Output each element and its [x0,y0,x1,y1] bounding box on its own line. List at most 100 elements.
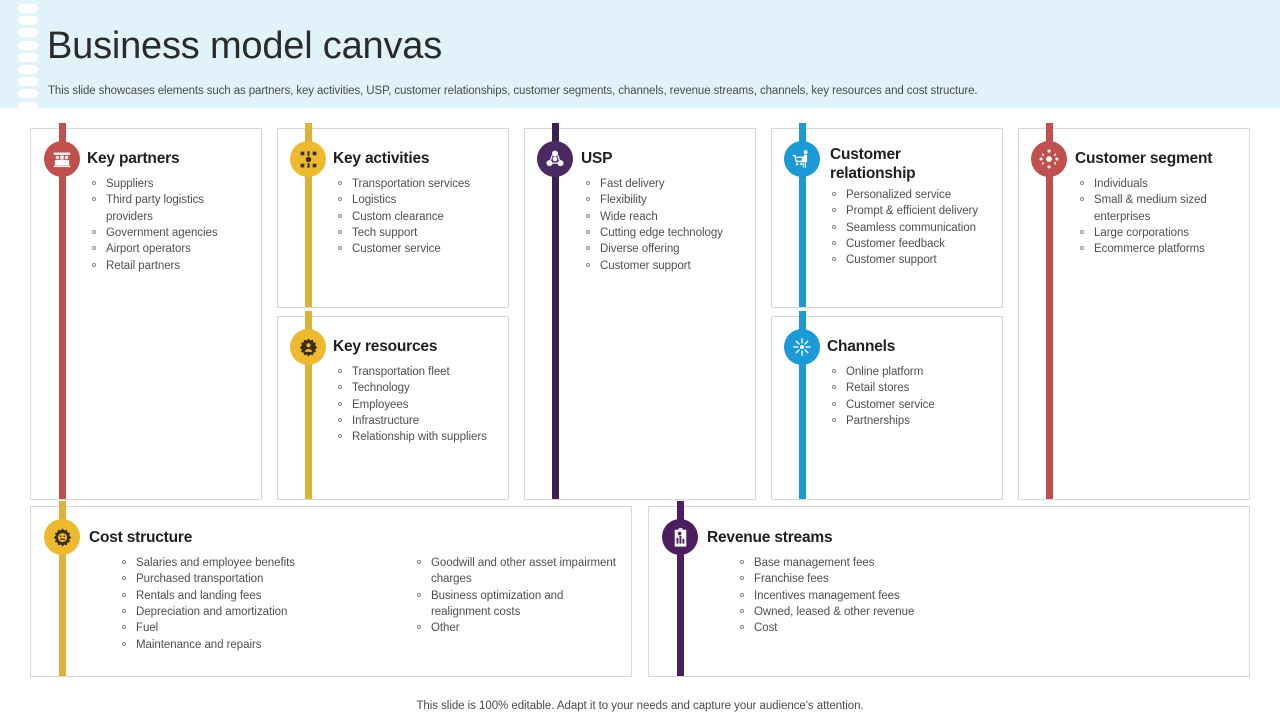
accent-spine [305,317,312,499]
card-title: Cost structure [89,529,193,546]
accent-spine [59,507,66,676]
accent-spine-cap [305,311,312,319]
segment-target-icon [1031,141,1067,177]
list-item: Incentives management fees [739,588,1039,604]
list-item: Custom clearance [337,209,487,225]
punch-hole [18,52,38,62]
bullet-list-secondary: Goodwill and other asset impairment char… [416,555,616,637]
list-item: Online platform [831,364,991,380]
list-item: Personalized service [831,187,991,203]
punch-hole [18,28,38,38]
punch-hole [18,40,38,50]
punch-hole [18,65,38,74]
list-item: Customer support [585,258,735,274]
list-item: Relationship with suppliers [337,429,492,445]
list-item: Diverse offering [585,241,735,257]
list-item: Transportation services [337,176,487,192]
accent-spine [799,317,806,499]
punch-hole [18,101,38,111]
list-item: Airport operators [91,241,241,257]
card-title: Customer segment [1075,150,1213,167]
list-item: Maintenance and repairs [121,637,381,653]
card-title: Channels [827,338,896,355]
list-item: Wide reach [585,209,735,225]
list-item: Third party logistics providers [91,192,241,225]
accent-spine-cap [59,123,66,131]
punch-hole [18,77,38,87]
list-item: Fuel [121,620,381,636]
accent-spine-cap [305,123,312,131]
accent-spine [799,129,806,307]
list-item: Customer feedback [831,236,991,252]
partners-group-icon [44,141,80,177]
list-item: Retail partners [91,258,241,274]
usp-diagram-icon [537,141,573,177]
list-item: Fast delivery [585,176,735,192]
card-title: Key resources [333,338,438,355]
shopping-cart-person-icon [784,141,820,177]
page-subtitle: This slide showcases elements such as pa… [48,85,978,97]
list-item: Flexibility [585,192,735,208]
card-title: Revenue streams [707,529,833,546]
punch-hole [18,89,38,99]
list-item: Partnerships [831,413,991,429]
footer-note: This slide is 100% editable. Adapt it to… [416,700,864,712]
list-item: Suppliers [91,176,241,192]
accent-spine [1046,129,1053,499]
slide-header: Business model canvas This slide showcas… [0,0,1280,111]
card-customer-relationship[interactable]: Customer relationship Personalized servi… [771,123,1003,308]
list-item: Other [416,620,616,636]
page-title: Business model canvas [47,25,443,67]
list-item: Employees [337,397,492,413]
list-item: Customer support [831,252,991,268]
list-item: Tech support [337,225,487,241]
card-cost-structure[interactable]: Cost structure Salaries and employee ben… [30,501,632,677]
list-item: Goodwill and other asset impairment char… [416,555,616,588]
accent-spine [677,507,684,676]
list-item: Business optimization and realignment co… [416,588,616,621]
list-item: Customer service [831,397,991,413]
list-item: Individuals [1079,176,1239,192]
card-title: Key partners [87,150,180,167]
list-item: Depreciation and amortization [121,604,381,620]
accent-spine [552,129,559,499]
list-item: Government agencies [91,225,241,241]
list-item: Seamless communication [831,220,991,236]
list-item: Transportation fleet [337,364,492,380]
accent-spine-cap [59,501,66,509]
list-item: Cutting edge technology [585,225,735,241]
list-item: Retail stores [831,380,991,396]
punch-hole [18,4,38,13]
list-item: Small & medium sized enterprises [1079,192,1239,225]
accent-spine [305,129,312,307]
list-item: Franchise fees [739,571,1039,587]
list-item: Base management fees [739,555,1039,571]
list-item: Prompt & efficient delivery [831,203,991,219]
list-item: Technology [337,380,492,396]
card-title: Customer relationship [830,146,916,183]
list-item: Cost [739,620,1039,636]
list-item: Logistics [337,192,487,208]
list-item: Ecommerce platforms [1079,241,1239,257]
hub-spoke-icon [784,329,820,365]
accent-spine-cap [799,311,806,319]
list-item: Customer service [337,241,487,257]
list-item: Owned, leased & other revenue [739,604,1039,620]
accent-spine-cap [799,123,806,131]
clipboard-chart-icon [662,519,698,555]
